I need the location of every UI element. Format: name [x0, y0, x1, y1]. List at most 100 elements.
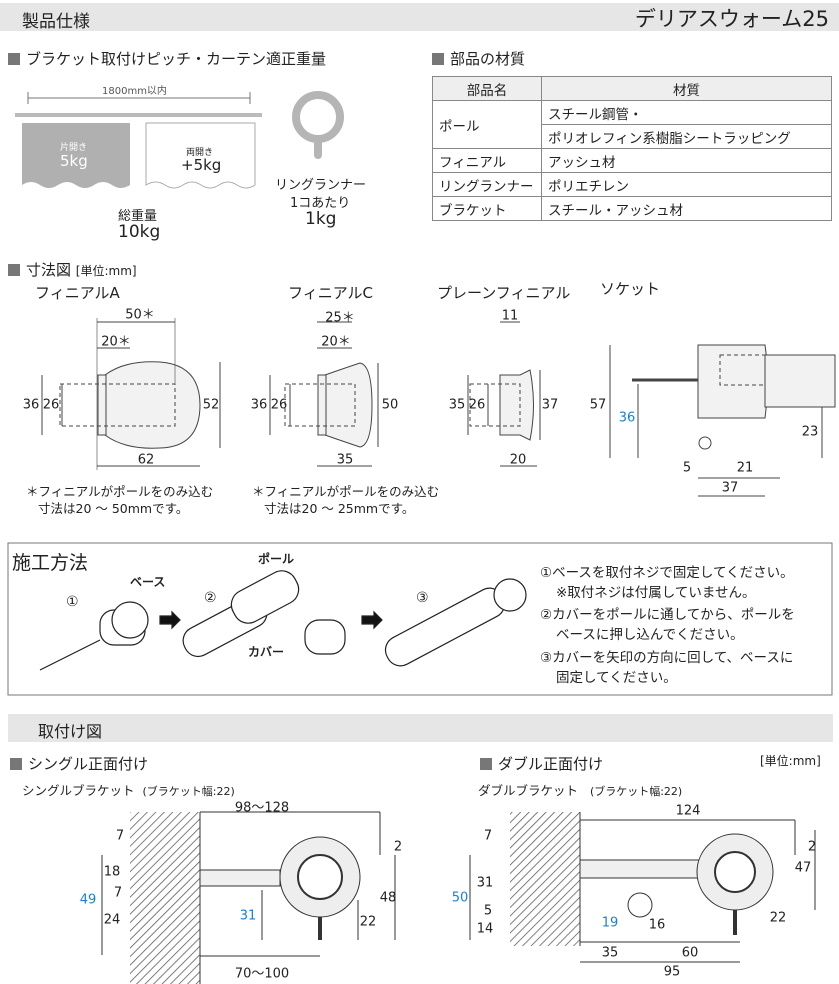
- dim-label: 124: [675, 803, 701, 819]
- unit-label: [単位:mm]: [75, 264, 137, 278]
- double-open-weight: +5kg: [181, 156, 222, 174]
- table-row: リングランナーポリエチレン: [432, 172, 832, 197]
- dimensions-heading: 寸法図 [単位:mm]: [8, 259, 137, 280]
- dim-label: 36: [618, 410, 636, 426]
- square-bullet-icon: [480, 758, 492, 770]
- dim-label: 50: [381, 397, 399, 413]
- dim-label: 22: [359, 914, 377, 930]
- dim-label: 20＊: [321, 334, 351, 350]
- install-step-text: ベースに押し込んでください。: [556, 627, 744, 643]
- dim-label: 16: [648, 917, 666, 933]
- dim-label: 36: [22, 397, 40, 413]
- base-label: ベース: [130, 575, 166, 589]
- material-cell: アッシュ材: [541, 148, 832, 173]
- column-header: 材質: [541, 76, 832, 101]
- mounting-heading: 取付け図: [38, 722, 103, 741]
- dim-label: 23: [801, 424, 819, 440]
- install-step-text: 固定してください。: [556, 670, 677, 686]
- dim-label: 49: [79, 892, 97, 908]
- double-heading: ダブル正面付け: [480, 753, 603, 774]
- single-heading-text: シングル正面付け: [28, 755, 149, 773]
- part-cell: リングランナー: [432, 172, 542, 197]
- dim-label: 5: [682, 460, 692, 476]
- double-subheading: ダブルブラケット (ブラケット幅:22): [478, 780, 682, 799]
- unit-label: [単位:mm]: [760, 754, 821, 768]
- table-row: ポールスチール鋼管・: [432, 100, 832, 149]
- dim-label: 11: [501, 308, 519, 324]
- dim-label: 98～128: [234, 800, 290, 816]
- page-title: 製品仕様: [22, 12, 90, 32]
- single-heading: シングル正面付け: [10, 753, 148, 774]
- install-step-text: ②カバーをポールに通してから、ポールを: [540, 607, 795, 623]
- part-cell: ブラケット: [432, 196, 542, 221]
- step-2-marker: ②: [204, 590, 217, 606]
- dim-label: 2: [807, 839, 817, 855]
- dim-label: 26: [42, 397, 60, 413]
- single-sub-text: シングルブラケット: [22, 783, 135, 798]
- finial-c-title: フィニアルC: [288, 284, 374, 302]
- single-open-label: 片開き: [60, 143, 88, 153]
- material-cell: ポリオレフィン系樹脂シートラッピング: [541, 124, 832, 149]
- weights-heading-text: ブラケット取付けピッチ・カーテン適正重量: [26, 50, 327, 68]
- table-header-row: 部品名材質: [432, 76, 832, 101]
- double-sub-text: ダブルブラケット: [478, 783, 579, 798]
- dim-label: 60: [681, 945, 699, 961]
- dim-label: 7: [483, 828, 493, 844]
- pole-label: ポール: [258, 552, 295, 566]
- finial-c-note: 寸法は20 ～ 25mmです。: [264, 501, 415, 516]
- dim-label: 95: [663, 964, 681, 980]
- dim-label: 14: [476, 921, 494, 937]
- finial-a-note: 寸法は20 ～ 50mmです。: [38, 501, 189, 516]
- mounting-header-bar: [8, 714, 833, 742]
- square-bullet-icon: [10, 758, 22, 770]
- dim-label: 7: [113, 885, 123, 901]
- table-row: ポリオレフィン系樹脂シートラッピング: [433, 124, 832, 149]
- dim-label: 62: [137, 452, 155, 468]
- dim-label: 7: [115, 828, 125, 844]
- install-heading: 施工方法: [12, 552, 89, 574]
- plain-finial-title: プレーンフィニアル: [437, 284, 571, 302]
- dim-label: 19: [601, 915, 619, 931]
- step-1-marker: ①: [66, 594, 79, 610]
- dim-label: 37: [541, 397, 559, 413]
- dim-label: 70～100: [234, 966, 290, 982]
- pitch-label: 1800mm以内: [102, 86, 167, 97]
- dim-label: 31: [476, 875, 494, 891]
- dim-label: 35: [448, 397, 466, 413]
- table-row: フィニアルアッシュ材: [432, 148, 832, 173]
- materials-heading-text: 部品の材質: [450, 50, 526, 68]
- material-cell: スチール・アッシュ材: [541, 196, 832, 221]
- dim-label: 35: [601, 945, 619, 961]
- install-step-text: ※取付ネジは付属していません。: [556, 585, 756, 601]
- finial-a-note: ＊フィニアルがポールをのみ込む: [26, 484, 214, 499]
- ring-runner-label: リングランナー: [275, 178, 367, 193]
- total-weight-label: 総重量: [118, 209, 158, 224]
- dim-label: 35: [336, 452, 354, 468]
- finial-c-note: ＊フィニアルがポールをのみ込む: [252, 484, 440, 499]
- step-3-marker: ③: [416, 590, 429, 606]
- dim-label: 37: [721, 480, 739, 496]
- column-header: 部品名: [432, 76, 542, 101]
- dim-label: 24: [103, 912, 121, 928]
- dim-label: 20: [509, 452, 527, 468]
- double-open-label: 両開き: [186, 148, 214, 158]
- double-width: (ブラケット幅:22): [589, 785, 683, 798]
- dim-label: 57: [589, 397, 607, 413]
- table-row: ブラケットスチール・アッシュ材: [432, 196, 832, 221]
- total-weight: 10kg: [118, 222, 161, 242]
- weights-heading: ブラケット取付けピッチ・カーテン適正重量: [8, 48, 326, 69]
- dim-label: 36: [250, 397, 268, 413]
- single-subheading: シングルブラケット (ブラケット幅:22): [22, 780, 235, 799]
- dim-label: 31: [239, 908, 257, 924]
- ring-weight: 1kg: [305, 209, 337, 229]
- dimensions-heading-text: 寸法図: [26, 261, 72, 279]
- single-open-weight: 5kg: [60, 152, 88, 170]
- dim-label: 5: [483, 903, 493, 919]
- dim-label: 20＊: [101, 334, 131, 350]
- square-bullet-icon: [8, 264, 20, 276]
- dim-label: 26: [468, 397, 486, 413]
- dim-label: 47: [794, 860, 812, 876]
- square-bullet-icon: [432, 53, 444, 65]
- dim-label: 52: [202, 397, 220, 413]
